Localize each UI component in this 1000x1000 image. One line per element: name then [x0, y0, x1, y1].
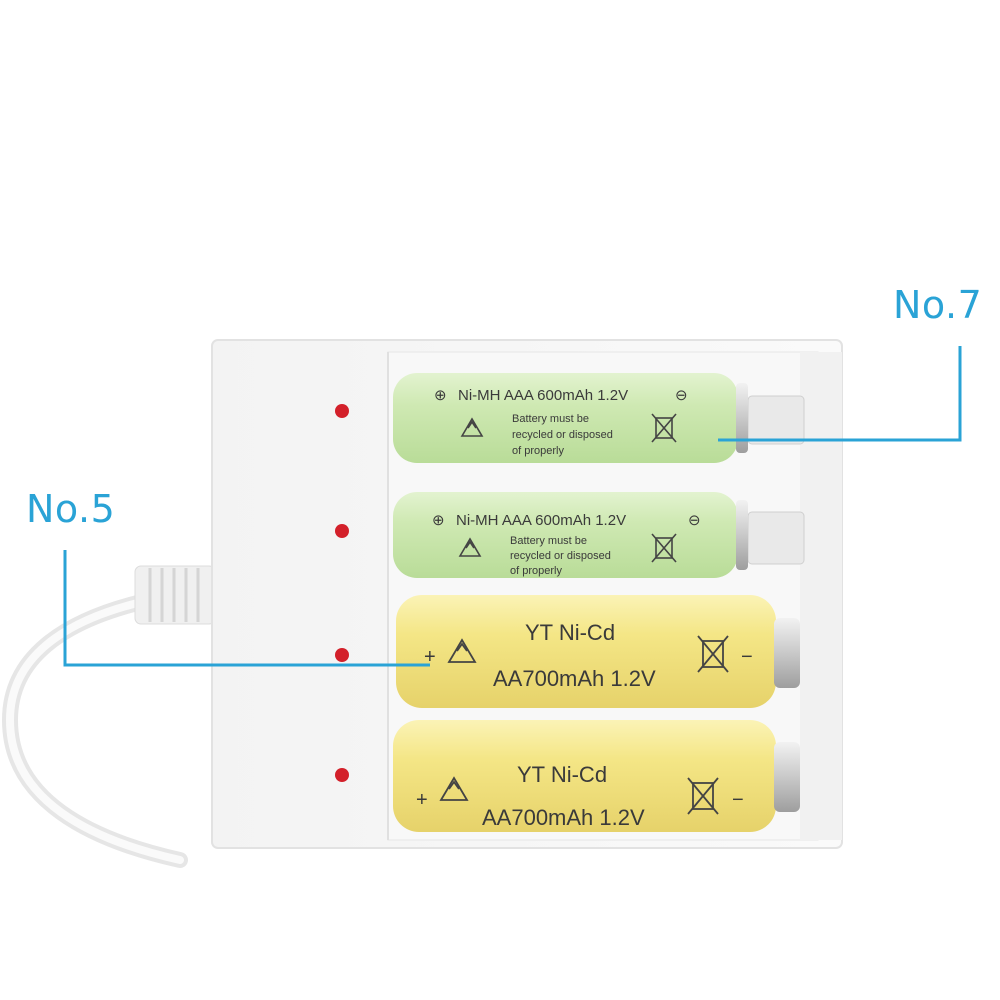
led-indicator-1	[335, 404, 349, 418]
battery-plus-sign: ⊕	[432, 512, 445, 529]
callout-label-no5: No.5	[26, 487, 116, 531]
battery-minus-sign: ⊖	[675, 387, 688, 404]
recycle-icon	[439, 776, 469, 801]
callout-lines	[63, 346, 962, 667]
slot-contacts	[747, 395, 805, 565]
battery-warning-line-3: of properly	[512, 445, 564, 457]
recycle-icon	[447, 638, 477, 663]
crossed-bin-icon	[697, 635, 729, 673]
callout-line-no5	[63, 550, 430, 667]
battery-top-label: Ni-MH AAA 600mAh 1.2V	[458, 387, 628, 404]
usb-cable	[1, 565, 216, 868]
battery-plus-sign: +	[424, 646, 436, 668]
battery-minus-sign: −	[732, 789, 744, 811]
battery-spec-label: AA700mAh 1.2V	[482, 805, 645, 830]
recycle-icon	[460, 417, 484, 437]
battery-minus-sign: −	[741, 646, 753, 668]
battery-brand-label: YT Ni-Cd	[517, 762, 607, 787]
battery-plus-sign: +	[416, 789, 428, 811]
recycle-icon	[458, 537, 482, 557]
led-indicator-4	[335, 768, 349, 782]
battery-spec-label: AA700mAh 1.2V	[493, 666, 656, 691]
battery-warning-line-2: recycled or disposed	[512, 429, 613, 441]
charging-led-indicators	[335, 404, 349, 782]
battery-warning-line-2: recycled or disposed	[510, 550, 611, 562]
callout-label-no7: No.7	[893, 283, 983, 327]
battery-nicd-aa-third: YT Ni-Cd AA700mAh 1.2V + −	[396, 595, 800, 708]
crossed-bin-icon	[687, 777, 719, 815]
crossed-bin-icon	[651, 533, 677, 563]
battery-warning-line-1: Battery must be	[510, 535, 587, 547]
battery-minus-sign: ⊖	[688, 512, 701, 529]
battery-nimh-aaa-top: ⊕ Ni-MH AAA 600mAh 1.2V ⊖ Battery must b…	[393, 373, 748, 463]
battery-plus-sign: ⊕	[434, 387, 447, 404]
crossed-bin-icon	[651, 413, 677, 443]
battery-nimh-aaa-second: ⊕ Ni-MH AAA 600mAh 1.2V ⊖ Battery must b…	[393, 492, 748, 578]
battery-warning-line-3: of properly	[510, 565, 562, 577]
battery-nicd-aa-bottom: YT Ni-Cd AA700mAh 1.2V + −	[393, 720, 800, 832]
battery-warning-line-1: Battery must be	[512, 413, 589, 425]
led-indicator-3	[335, 648, 349, 662]
callout-line-no7	[718, 346, 962, 442]
battery-brand-label: YT Ni-Cd	[525, 620, 615, 645]
led-indicator-2	[335, 524, 349, 538]
battery-top-label: Ni-MH AAA 600mAh 1.2V	[456, 512, 626, 529]
